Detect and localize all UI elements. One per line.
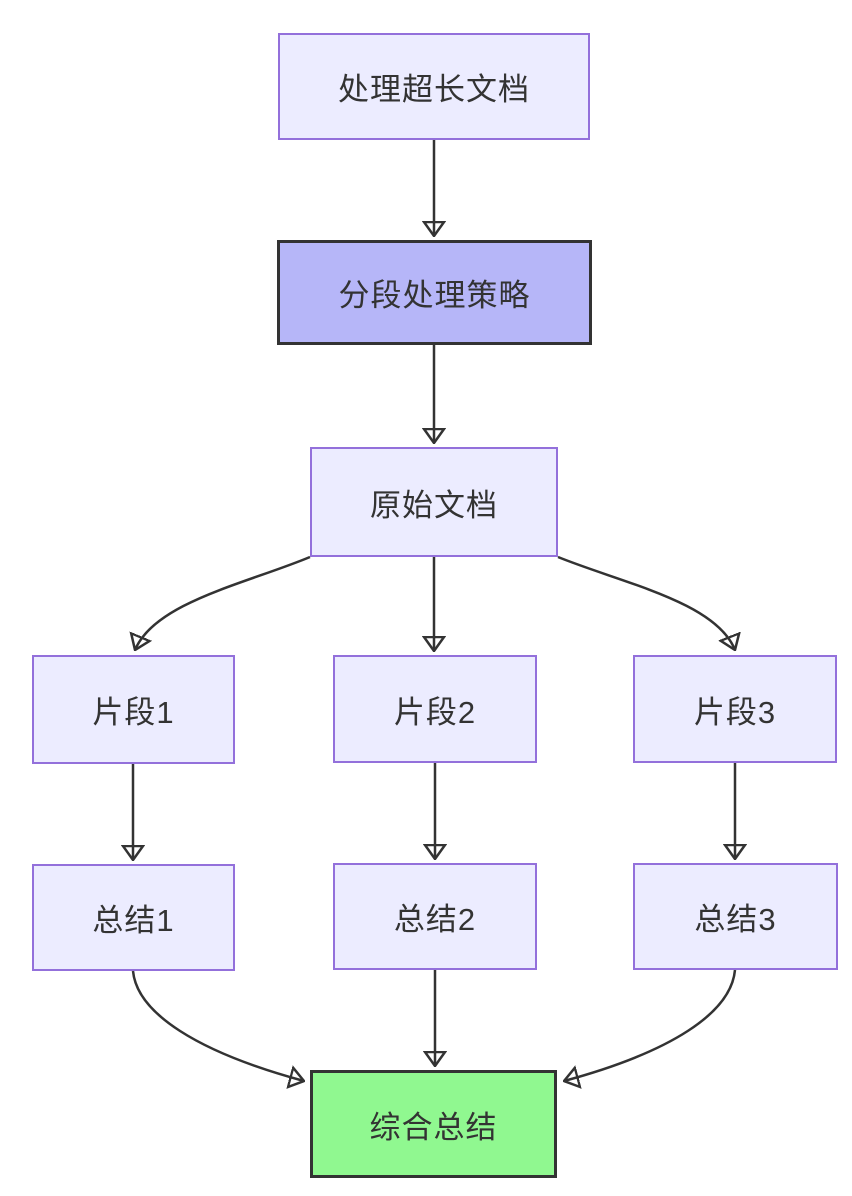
node-frag2-label: 片段2	[393, 694, 477, 730]
edge-doc-frag1	[135, 555, 311, 650]
node-strategy: 分段处理策略	[277, 240, 592, 345]
node-task-label: 处理超长文档	[338, 72, 530, 107]
node-frag2: 片段2	[333, 655, 537, 763]
node-sum1: 总结1	[32, 864, 235, 971]
node-frag1: 片段1	[32, 655, 235, 764]
node-sum1-label: 总结1	[92, 903, 175, 938]
node-sum2: 总结2	[333, 863, 537, 970]
node-frag1-label: 片段1	[92, 695, 175, 730]
node-strategy-label: 分段处理策略	[338, 278, 531, 313]
edge-sum1-final	[131, 970, 304, 1081]
node-sum3: 总结3	[633, 863, 838, 970]
node-final: 综合总结	[310, 1070, 557, 1178]
node-frag3-label: 片段3	[693, 694, 777, 730]
node-sum3-label: 总结3	[694, 902, 777, 937]
edge-sum3-final	[564, 969, 737, 1081]
node-doc-label: 原始文档	[370, 487, 498, 523]
node-frag3: 片段3	[633, 655, 837, 763]
node-task: 处理超长文档	[278, 33, 590, 140]
node-doc: 原始文档	[310, 447, 558, 557]
node-sum2-label: 总结2	[393, 902, 477, 937]
edge-doc-frag3	[557, 555, 735, 650]
node-final-label: 综合总结	[369, 1109, 498, 1145]
